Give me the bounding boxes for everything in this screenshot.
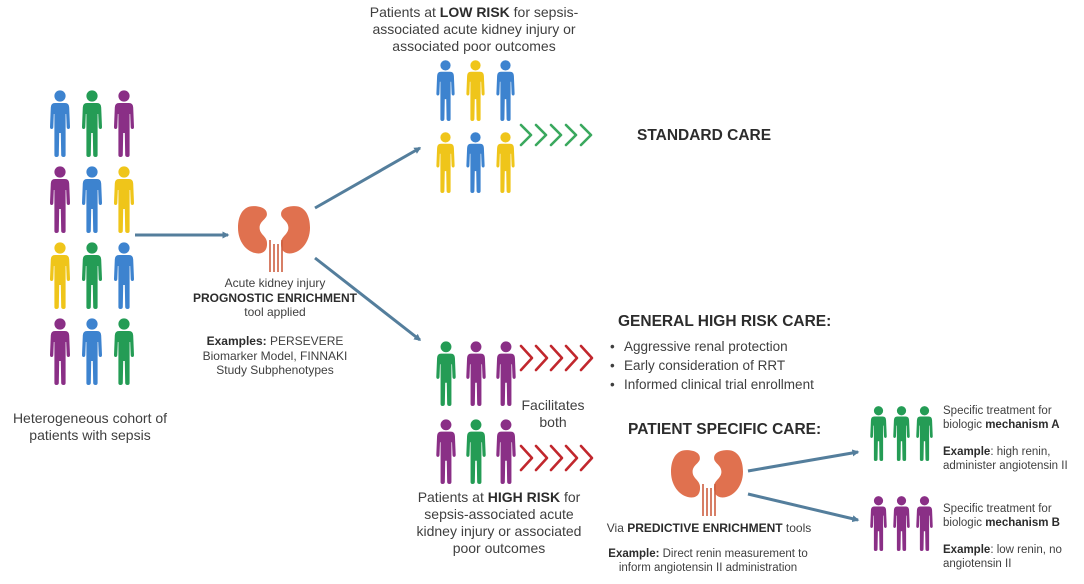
low-risk-person-icon <box>436 132 455 193</box>
general-care-item: Early consideration of RRT <box>610 356 814 375</box>
chevron-icon <box>534 123 548 147</box>
high-risk-people-group <box>436 341 516 484</box>
low-risk-person-icon <box>436 60 455 121</box>
mechanism-b-person-icon <box>916 496 933 551</box>
chevron-icon <box>534 344 549 372</box>
low-risk-person-icon <box>496 60 515 121</box>
cohort-person-icon <box>114 318 134 385</box>
chevron-icon <box>579 444 594 472</box>
high-risk-person-icon <box>466 341 486 406</box>
cohort-person-icon <box>50 90 70 157</box>
predictive-to-mechanism-b-arrow <box>747 492 860 523</box>
chevron-icon <box>564 344 579 372</box>
general-care-chevrons <box>519 344 594 372</box>
cohort-person-icon <box>82 90 102 157</box>
general-care-item: Aggressive renal protection <box>610 337 814 356</box>
facilitates-both-label: Facilitates both <box>521 397 585 431</box>
chevron-icon <box>549 123 563 147</box>
general-care-item: Informed clinical trial enrollment <box>610 375 814 394</box>
cohort-person-icon <box>82 166 102 233</box>
cohort-person-icon <box>114 90 134 157</box>
kidney-to-low-risk-arrow <box>314 146 422 210</box>
high-risk-label: Patients at HIGH RISK for sepsis-associa… <box>416 489 582 557</box>
chevron-icon <box>564 444 579 472</box>
specific-care-chevrons <box>519 444 594 472</box>
cohort-person-icon <box>82 318 102 385</box>
prognostic-tool-label: Acute kidney injury PROGNOSTIC ENRICHMEN… <box>192 276 357 320</box>
chevron-icon <box>579 123 593 147</box>
cohort-person-icon <box>114 242 134 309</box>
cohort-person-icon <box>82 242 102 309</box>
cohort-people-group <box>50 90 134 385</box>
standard-care-label: STANDARD CARE <box>637 127 772 144</box>
predictive-to-mechanism-a-arrow <box>747 449 860 473</box>
general-care-list: Aggressive renal protection Early consid… <box>610 337 814 394</box>
chevron-icon <box>549 444 564 472</box>
chevron-icon <box>564 123 578 147</box>
predictive-kidney-icon <box>671 450 743 516</box>
predictive-tool-label: Via PREDICTIVE ENRICHMENT tools <box>606 521 812 535</box>
cohort-person-icon <box>114 166 134 233</box>
cohort-label: Heterogeneous cohort of patients with se… <box>12 410 168 444</box>
specific-care-title: PATIENT SPECIFIC CARE: <box>628 421 822 438</box>
prognostic-kidney-icon <box>238 206 310 272</box>
standard-care-chevrons <box>519 123 593 147</box>
cohort-person-icon <box>50 318 70 385</box>
high-risk-person-icon <box>466 419 486 484</box>
prognostic-examples: Examples: PERSEVERE Biomarker Model, FIN… <box>202 334 348 378</box>
low-risk-person-icon <box>466 60 485 121</box>
mechanism-a-label: Specific treatment for biologic mechanis… <box>943 405 1060 432</box>
mechanism-a-person-icon <box>916 406 933 461</box>
low-risk-people-group <box>436 60 515 193</box>
mechanism-b-people-group <box>870 496 933 551</box>
kidney-to-high-risk-arrow <box>314 256 422 342</box>
mechanism-a-person-icon <box>893 406 910 461</box>
cohort-person-icon <box>50 166 70 233</box>
mechanism-a-example: Example: high renin, administer angioten… <box>943 446 1068 473</box>
chevron-icon <box>519 344 534 372</box>
mechanism-b-person-icon <box>893 496 910 551</box>
mechanism-b-person-icon <box>870 496 887 551</box>
chevron-icon <box>549 344 564 372</box>
low-risk-label: Patients at LOW RISK for sepsis- associa… <box>369 4 579 55</box>
cohort-person-icon <box>50 242 70 309</box>
chevron-icon <box>519 123 533 147</box>
low-risk-person-icon <box>466 132 485 193</box>
chevron-icon <box>579 344 594 372</box>
mechanism-a-person-icon <box>870 406 887 461</box>
chevron-icon <box>534 444 549 472</box>
chevron-icon <box>519 444 534 472</box>
high-risk-person-icon <box>436 419 456 484</box>
general-care-title: GENERAL HIGH RISK CARE: <box>618 313 832 330</box>
high-risk-person-icon <box>436 341 456 406</box>
mechanism-b-label: Specific treatment for biologic mechanis… <box>943 503 1060 530</box>
low-risk-person-icon <box>496 132 515 193</box>
mechanism-b-example: Example: low renin, no angiotensin II <box>943 544 1062 571</box>
mechanism-a-people-group <box>870 406 933 461</box>
predictive-example: Example: Direct renin measurement to inf… <box>608 548 808 575</box>
